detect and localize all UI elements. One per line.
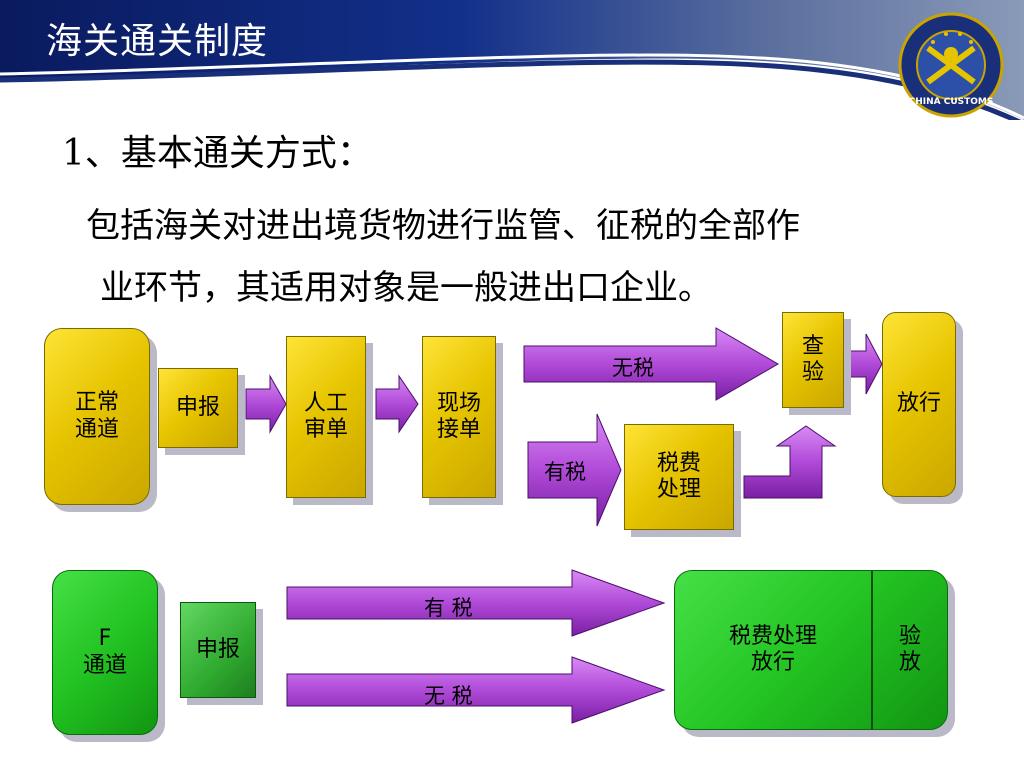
tax-release-box: 税费处理 放行 验 放 bbox=[674, 570, 948, 730]
page-title: 海关通关制度 bbox=[46, 21, 269, 62]
arrow-no-tax bbox=[523, 327, 779, 401]
emblem-text: CHINA CUSTOMS bbox=[909, 97, 994, 107]
declare-box: 申报 bbox=[158, 368, 238, 448]
no-tax-label: 无税 bbox=[612, 356, 654, 380]
arrow-tax-to-inspect bbox=[743, 425, 837, 499]
arrow-declare-to-review bbox=[245, 374, 287, 434]
tax-release-label: 税费处理 放行 bbox=[728, 623, 817, 675]
bottom-has-tax-label: 有 税 bbox=[424, 596, 473, 620]
customs-emblem-icon: CHINA CUSTOMS bbox=[898, 12, 1004, 118]
arrow-review-to-receive bbox=[375, 374, 419, 434]
inspect-release-label: 验 放 bbox=[871, 571, 947, 729]
arrow-inspect-to-release bbox=[844, 333, 883, 395]
bottom-no-tax-label: 无 税 bbox=[424, 684, 473, 708]
inspection-box: 查 验 bbox=[782, 312, 844, 408]
arrow-has-tax bbox=[527, 413, 622, 527]
onsite-receive-box: 现场 接单 bbox=[422, 336, 496, 498]
arrow-bottom-has-tax bbox=[286, 569, 666, 637]
header-banner: 海关通关制度 CHINA CUSTOMS bbox=[0, 0, 1024, 120]
release-box: 放行 bbox=[882, 312, 956, 497]
normal-channel-box: 正常 通道 bbox=[44, 328, 150, 505]
tax-processing-box: 税费 处理 bbox=[624, 424, 734, 530]
has-tax-label: 有税 bbox=[544, 460, 586, 484]
f-channel-box: F 通道 bbox=[52, 570, 158, 735]
arrow-bottom-no-tax bbox=[286, 656, 666, 724]
header-background bbox=[0, 0, 1024, 120]
section-heading: 1、基本通关方式： bbox=[62, 133, 373, 174]
bottom-declare-box: 申报 bbox=[180, 602, 256, 698]
manual-review-box: 人工 审单 bbox=[286, 336, 366, 498]
paragraph-line-1: 包括海关对进出境货物进行监管、征税的全部作 bbox=[86, 206, 800, 246]
paragraph-line-2: 业环节，其适用对象是一般进出口企业。 bbox=[100, 268, 712, 308]
